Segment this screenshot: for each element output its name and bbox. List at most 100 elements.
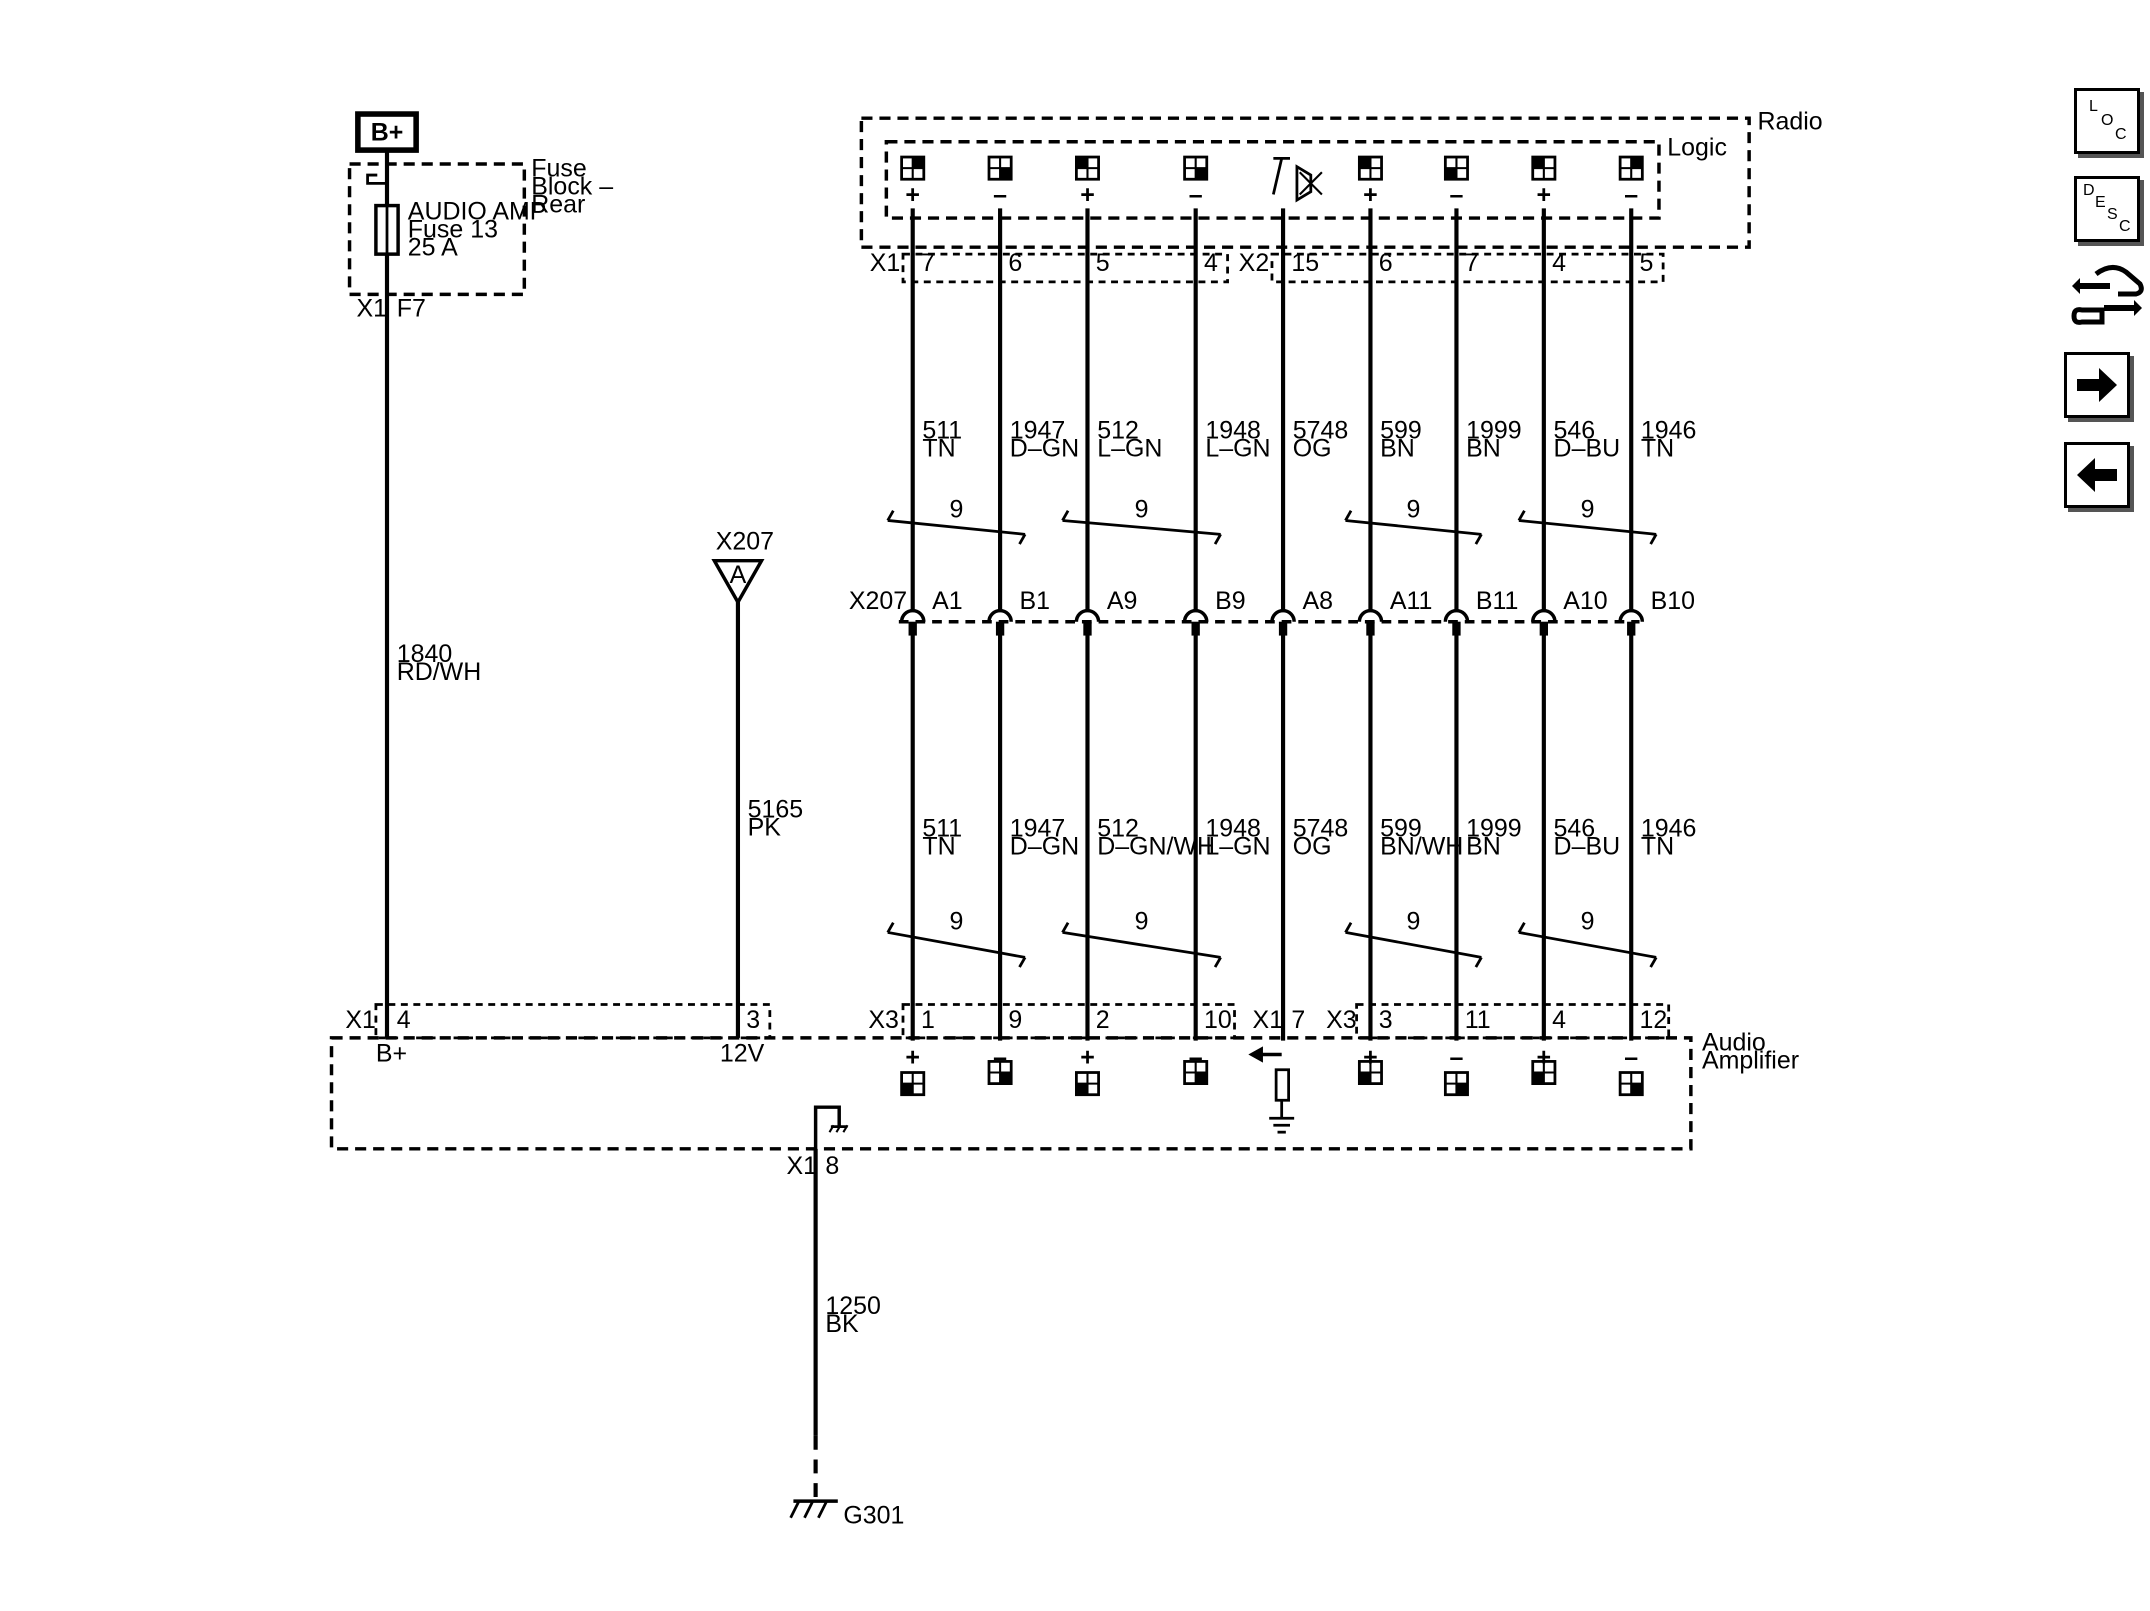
radio-terminal-icon-8 bbox=[1618, 155, 1644, 181]
radio-polarity-8: – bbox=[1624, 181, 1638, 209]
lower-wire-color-0: TN bbox=[922, 833, 955, 861]
service-button[interactable] bbox=[2066, 260, 2148, 336]
amp-pin-4: 7 bbox=[1291, 1006, 1305, 1034]
twist-line-1-2 bbox=[1345, 931, 1482, 959]
twist-end-b-1-1 bbox=[1213, 956, 1222, 968]
loc-letter-o: O bbox=[2101, 112, 2114, 129]
radio-pin-8: 5 bbox=[1640, 249, 1654, 277]
amp-x1-connector bbox=[374, 1003, 772, 1040]
wire-12v-circuit: 5165 bbox=[748, 795, 804, 823]
twist-count-1-0: 9 bbox=[949, 908, 963, 936]
loc-button[interactable]: L O C bbox=[2074, 88, 2140, 154]
amp-resistor-symbol bbox=[1274, 1068, 1291, 1102]
upper-wire-circuit-8: 1946 bbox=[1641, 417, 1697, 445]
b-plus-wire-color: RD/WH bbox=[397, 658, 482, 686]
lower-wire-circuit-7: 546 bbox=[1554, 815, 1596, 843]
b-plus-wire-circuit: 1840 bbox=[397, 640, 453, 668]
radio-terminal-icon-7 bbox=[1531, 155, 1557, 181]
prev-button[interactable] bbox=[2064, 442, 2130, 508]
twist-end-a-0-0 bbox=[886, 510, 895, 522]
radio-pin-1: 6 bbox=[1008, 249, 1022, 277]
amp-polarity-2: + bbox=[1080, 1044, 1095, 1072]
x207-pin-label-2: A9 bbox=[1107, 587, 1138, 615]
radio-terminal-icon-2 bbox=[1074, 155, 1100, 181]
x207-pin-label-5: A11 bbox=[1390, 587, 1433, 615]
wrench-hand-icon bbox=[2071, 265, 2144, 325]
x207-pin-3 bbox=[1191, 621, 1200, 636]
twist-line-1-0 bbox=[887, 931, 1026, 959]
x207-cup-3 bbox=[1182, 608, 1209, 622]
radio-pin-5: 6 bbox=[1379, 249, 1393, 277]
radio-pin-7: 4 bbox=[1552, 249, 1566, 277]
twist-end-a-1-2 bbox=[1344, 922, 1353, 934]
fuse-block-name-line-2: Block – bbox=[531, 172, 613, 200]
amp-name-line-2: Amplifier bbox=[1702, 1046, 1799, 1074]
twist-count-0-3: 9 bbox=[1581, 496, 1595, 524]
ground-name: G301 bbox=[843, 1501, 904, 1529]
radio-terminal-icon-3 bbox=[1183, 155, 1209, 181]
desc-icon: D E S C bbox=[2077, 179, 2137, 239]
amp-pin-0: 1 bbox=[921, 1006, 935, 1034]
lower-wire-color-2: D–GN/WH bbox=[1097, 833, 1215, 861]
amp-polarity-1: – bbox=[993, 1044, 1007, 1072]
twist-end-a-1-3 bbox=[1517, 922, 1526, 934]
twist-line-0-2 bbox=[1345, 519, 1482, 536]
lower-wire-circuit-6: 1999 bbox=[1466, 815, 1522, 843]
desc-letter-c: C bbox=[2119, 218, 2131, 235]
x207-pin-5 bbox=[1366, 621, 1375, 636]
radio-pin-3: 4 bbox=[1204, 249, 1218, 277]
upper-wire-circuit-4: 5748 bbox=[1293, 417, 1349, 445]
desc-button[interactable]: D E S C bbox=[2074, 176, 2140, 242]
upper-wire-circuit-6: 1999 bbox=[1466, 417, 1522, 445]
twist-end-b-1-0 bbox=[1018, 956, 1027, 968]
twist-count-1-3: 9 bbox=[1581, 908, 1595, 936]
fuse-name: AUDIO AMP bbox=[408, 197, 547, 225]
lower-wire-circuit-2: 512 bbox=[1097, 815, 1139, 843]
radio-polarity-2: + bbox=[1080, 181, 1095, 209]
amp-pin-1: 9 bbox=[1008, 1006, 1022, 1034]
lower-wire-color-4: OG bbox=[1293, 833, 1332, 861]
radio-logic-outline bbox=[884, 140, 1661, 220]
next-button[interactable] bbox=[2064, 352, 2130, 418]
upper-wire-color-8: TN bbox=[1641, 435, 1674, 463]
twist-count-0-2: 9 bbox=[1407, 496, 1421, 524]
radio-x1-label: X1 bbox=[870, 249, 901, 277]
upper-wire-color-6: BN bbox=[1466, 435, 1501, 463]
x207-pin-label-6: B11 bbox=[1476, 587, 1519, 615]
amp-terminal-icon-6 bbox=[1443, 1071, 1469, 1097]
x207-pin-label-4: A8 bbox=[1302, 587, 1333, 615]
x207-cup-7 bbox=[1531, 608, 1557, 622]
amp-term-b-plus: B+ bbox=[376, 1039, 407, 1067]
x207-pin-label-3: B9 bbox=[1215, 587, 1246, 615]
lower-wire-circuit-8: 1946 bbox=[1641, 815, 1697, 843]
amplifier-outline bbox=[329, 1036, 1693, 1151]
amp-pin-2: 2 bbox=[1096, 1006, 1110, 1034]
fuse-block-name-line-1: Fuse bbox=[531, 154, 586, 182]
radio-polarity-1: – bbox=[993, 181, 1007, 209]
radio-terminal-icon-1 bbox=[987, 155, 1013, 181]
lower-wire-color-3: L–GN bbox=[1205, 833, 1270, 861]
diagram-labels: ++7A1511TN511TN––6B11947D–GN1947D–GN++5A… bbox=[345, 107, 1822, 1529]
desc-letter-s: S bbox=[2107, 206, 2118, 223]
upper-wire-color-5: BN bbox=[1380, 435, 1415, 463]
x207-pin-label-0: A1 bbox=[932, 587, 963, 615]
x207-pin-0 bbox=[908, 621, 917, 636]
lower-wire-color-6: BN bbox=[1466, 833, 1501, 861]
amp-name-line-1: Audio bbox=[1702, 1028, 1766, 1056]
amp-polarity-0: + bbox=[905, 1044, 920, 1072]
radio-x1-connector bbox=[901, 252, 1229, 284]
upper-wire-circuit-7: 546 bbox=[1554, 417, 1596, 445]
amp-pin-8: 12 bbox=[1640, 1006, 1668, 1034]
x207-pin-8 bbox=[1627, 621, 1636, 636]
x207-name: X207 bbox=[849, 587, 907, 615]
lower-wire-circuit-5: 599 bbox=[1380, 815, 1422, 843]
desc-letter-e: E bbox=[2095, 194, 2106, 211]
x207-pin-4 bbox=[1278, 621, 1288, 636]
x207-cup-1 bbox=[987, 608, 1013, 622]
twist-count-0-1: 9 bbox=[1135, 496, 1149, 524]
speaker-wires bbox=[899, 155, 1645, 1097]
twist-end-a-1-1 bbox=[1061, 922, 1070, 934]
desc-letter-d: D bbox=[2083, 182, 2095, 199]
amp-pin-3: 10 bbox=[1204, 1006, 1232, 1034]
